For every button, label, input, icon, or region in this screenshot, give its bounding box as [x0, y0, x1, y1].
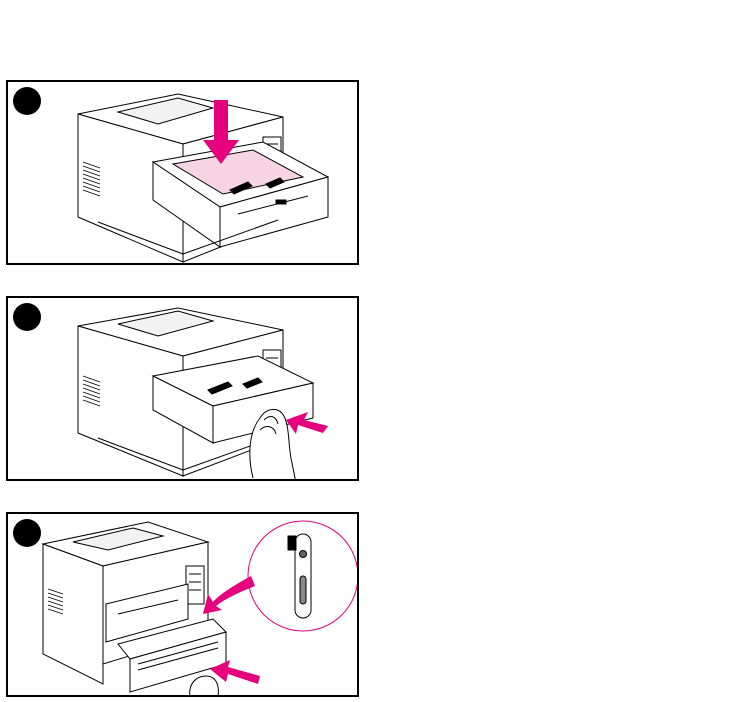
printer-tray-paper-illustration [8, 82, 359, 265]
step-3-panel [6, 512, 359, 697]
step-1-panel [6, 80, 359, 265]
printer-tray-closed-gauge-illustration [8, 514, 359, 697]
step-2-panel [6, 296, 359, 481]
printer-tray-push-illustration [8, 298, 359, 481]
